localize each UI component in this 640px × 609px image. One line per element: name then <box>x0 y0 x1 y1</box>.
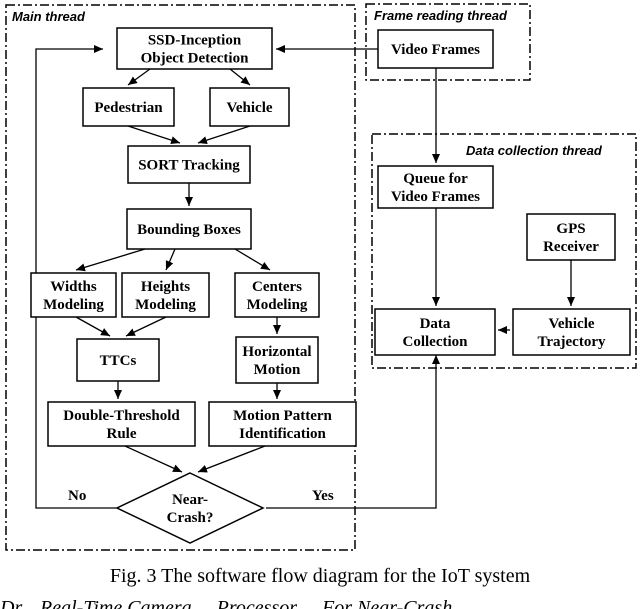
frame-reading-thread-label: Frame reading thread <box>374 8 508 23</box>
node-widths-label-2: Modeling <box>43 297 104 313</box>
edge-widths-to-ttcs <box>75 316 111 337</box>
node-motion-pattern-label-1: Motion Pattern <box>233 408 332 424</box>
node-double-threshold-box <box>47 401 196 447</box>
node-trajectory-label-1: Vehicle <box>548 316 594 332</box>
figure-caption: Fig. 3 The software flow diagram for the… <box>110 565 531 587</box>
edge-double-to-nearcrash <box>124 445 183 473</box>
node-near-crash-label-1: Near- <box>172 492 208 508</box>
node-ssd-label-2: Object Detection <box>141 51 250 67</box>
node-motion-pattern-box <box>208 401 357 447</box>
data-collection-thread-label: Data collection thread <box>466 143 603 158</box>
node-queue-label-1: Queue for <box>403 171 468 187</box>
node-video-frames: Video Frames <box>377 29 494 69</box>
node-near-crash-diamond <box>115 472 265 544</box>
edge-ssd-to-vehicle <box>229 68 251 86</box>
node-centers-box <box>234 272 320 318</box>
node-video-frames-label-1: Video Frames <box>391 42 480 58</box>
node-ssd-box <box>116 27 273 70</box>
edge-label-yes: Yes <box>312 488 334 504</box>
node-vehicle: Vehicle <box>209 87 290 127</box>
main-thread-region: Main thread <box>5 4 356 551</box>
edge-yes-to-data-collection <box>266 355 440 509</box>
node-heights-label-2: Modeling <box>135 297 196 313</box>
node-pedestrian-label-1: Pedestrian <box>94 100 163 116</box>
edge-bbox-to-heights <box>165 248 176 271</box>
node-motion-pattern-label-2: Identification <box>239 426 326 442</box>
data-collection-thread-region: Data collection thread <box>371 133 637 369</box>
node-pedestrian: Pedestrian <box>82 87 175 127</box>
node-video-frames-box <box>377 29 494 69</box>
node-horizontal-label-2: Motion <box>254 362 301 378</box>
edge-label-no: No <box>68 488 86 504</box>
node-double-threshold-label-2: Rule <box>107 426 137 442</box>
node-data-collection-label-2: Collection <box>403 334 469 350</box>
node-trajectory-label-2: Trajectory <box>537 334 606 350</box>
node-ssd-label-1: SSD-Inception <box>148 33 242 49</box>
node-widths-label-1: Widths <box>50 279 97 295</box>
node-ttcs-box <box>76 338 160 382</box>
edge-vehicle-to-sort <box>197 125 251 145</box>
edge-motion-to-nearcrash <box>197 445 266 473</box>
node-near-crash: Near- Crash? <box>115 472 265 544</box>
node-centers-label-2: Modeling <box>247 297 308 313</box>
node-data-collection-label-1: Data <box>420 316 451 332</box>
edge-pedestrian-to-sort <box>127 125 181 145</box>
node-horizontal-label-1: Horizontal <box>242 344 311 360</box>
node-bbox: Bounding Boxes <box>126 208 252 250</box>
node-trajectory-box <box>512 308 631 356</box>
node-ttcs-label-1: TTCs <box>100 353 137 369</box>
node-gps: GPS Receiver <box>526 213 616 261</box>
node-sort-box <box>127 145 251 184</box>
main-thread-label: Main thread <box>12 9 86 24</box>
node-ttcs: TTCs <box>76 338 160 382</box>
node-gps-box <box>526 213 616 261</box>
edge-ssd-to-pedestrian <box>127 68 151 86</box>
node-bbox-box <box>126 208 252 250</box>
node-vehicle-label-1: Vehicle <box>226 100 272 116</box>
edge-heights-to-ttcs <box>125 316 167 337</box>
node-gps-label-1: GPS <box>556 221 585 237</box>
node-heights-box <box>121 272 210 318</box>
node-near-crash-label-2: Crash? <box>167 510 214 526</box>
node-centers-label-1: Centers <box>252 279 302 295</box>
node-horizontal-box <box>235 336 319 384</box>
node-widths-box <box>30 272 117 318</box>
node-data-collection-box <box>374 308 496 356</box>
node-queue-box <box>377 165 494 209</box>
edge-bbox-to-centers <box>234 248 271 271</box>
node-bbox-label-1: Bounding Boxes <box>137 222 241 238</box>
edges <box>35 45 575 509</box>
node-queue-label-2: Video Frames <box>391 189 480 205</box>
node-heights-label-1: Heights <box>141 279 190 295</box>
node-pedestrian-box <box>82 87 175 127</box>
node-gps-label-2: Receiver <box>543 239 599 255</box>
node-sort-label-1: SORT Tracking <box>138 158 240 174</box>
node-vehicle-box <box>209 87 290 127</box>
edge-bbox-to-widths <box>75 248 146 272</box>
cut-off-title-text: Dr... Real-Time Camera ... Processor ...… <box>0 597 472 609</box>
frame-reading-thread-region: Frame reading thread <box>365 3 531 81</box>
node-sort: SORT Tracking <box>127 145 251 184</box>
node-double-threshold-label-1: Double-Threshold <box>63 408 180 424</box>
